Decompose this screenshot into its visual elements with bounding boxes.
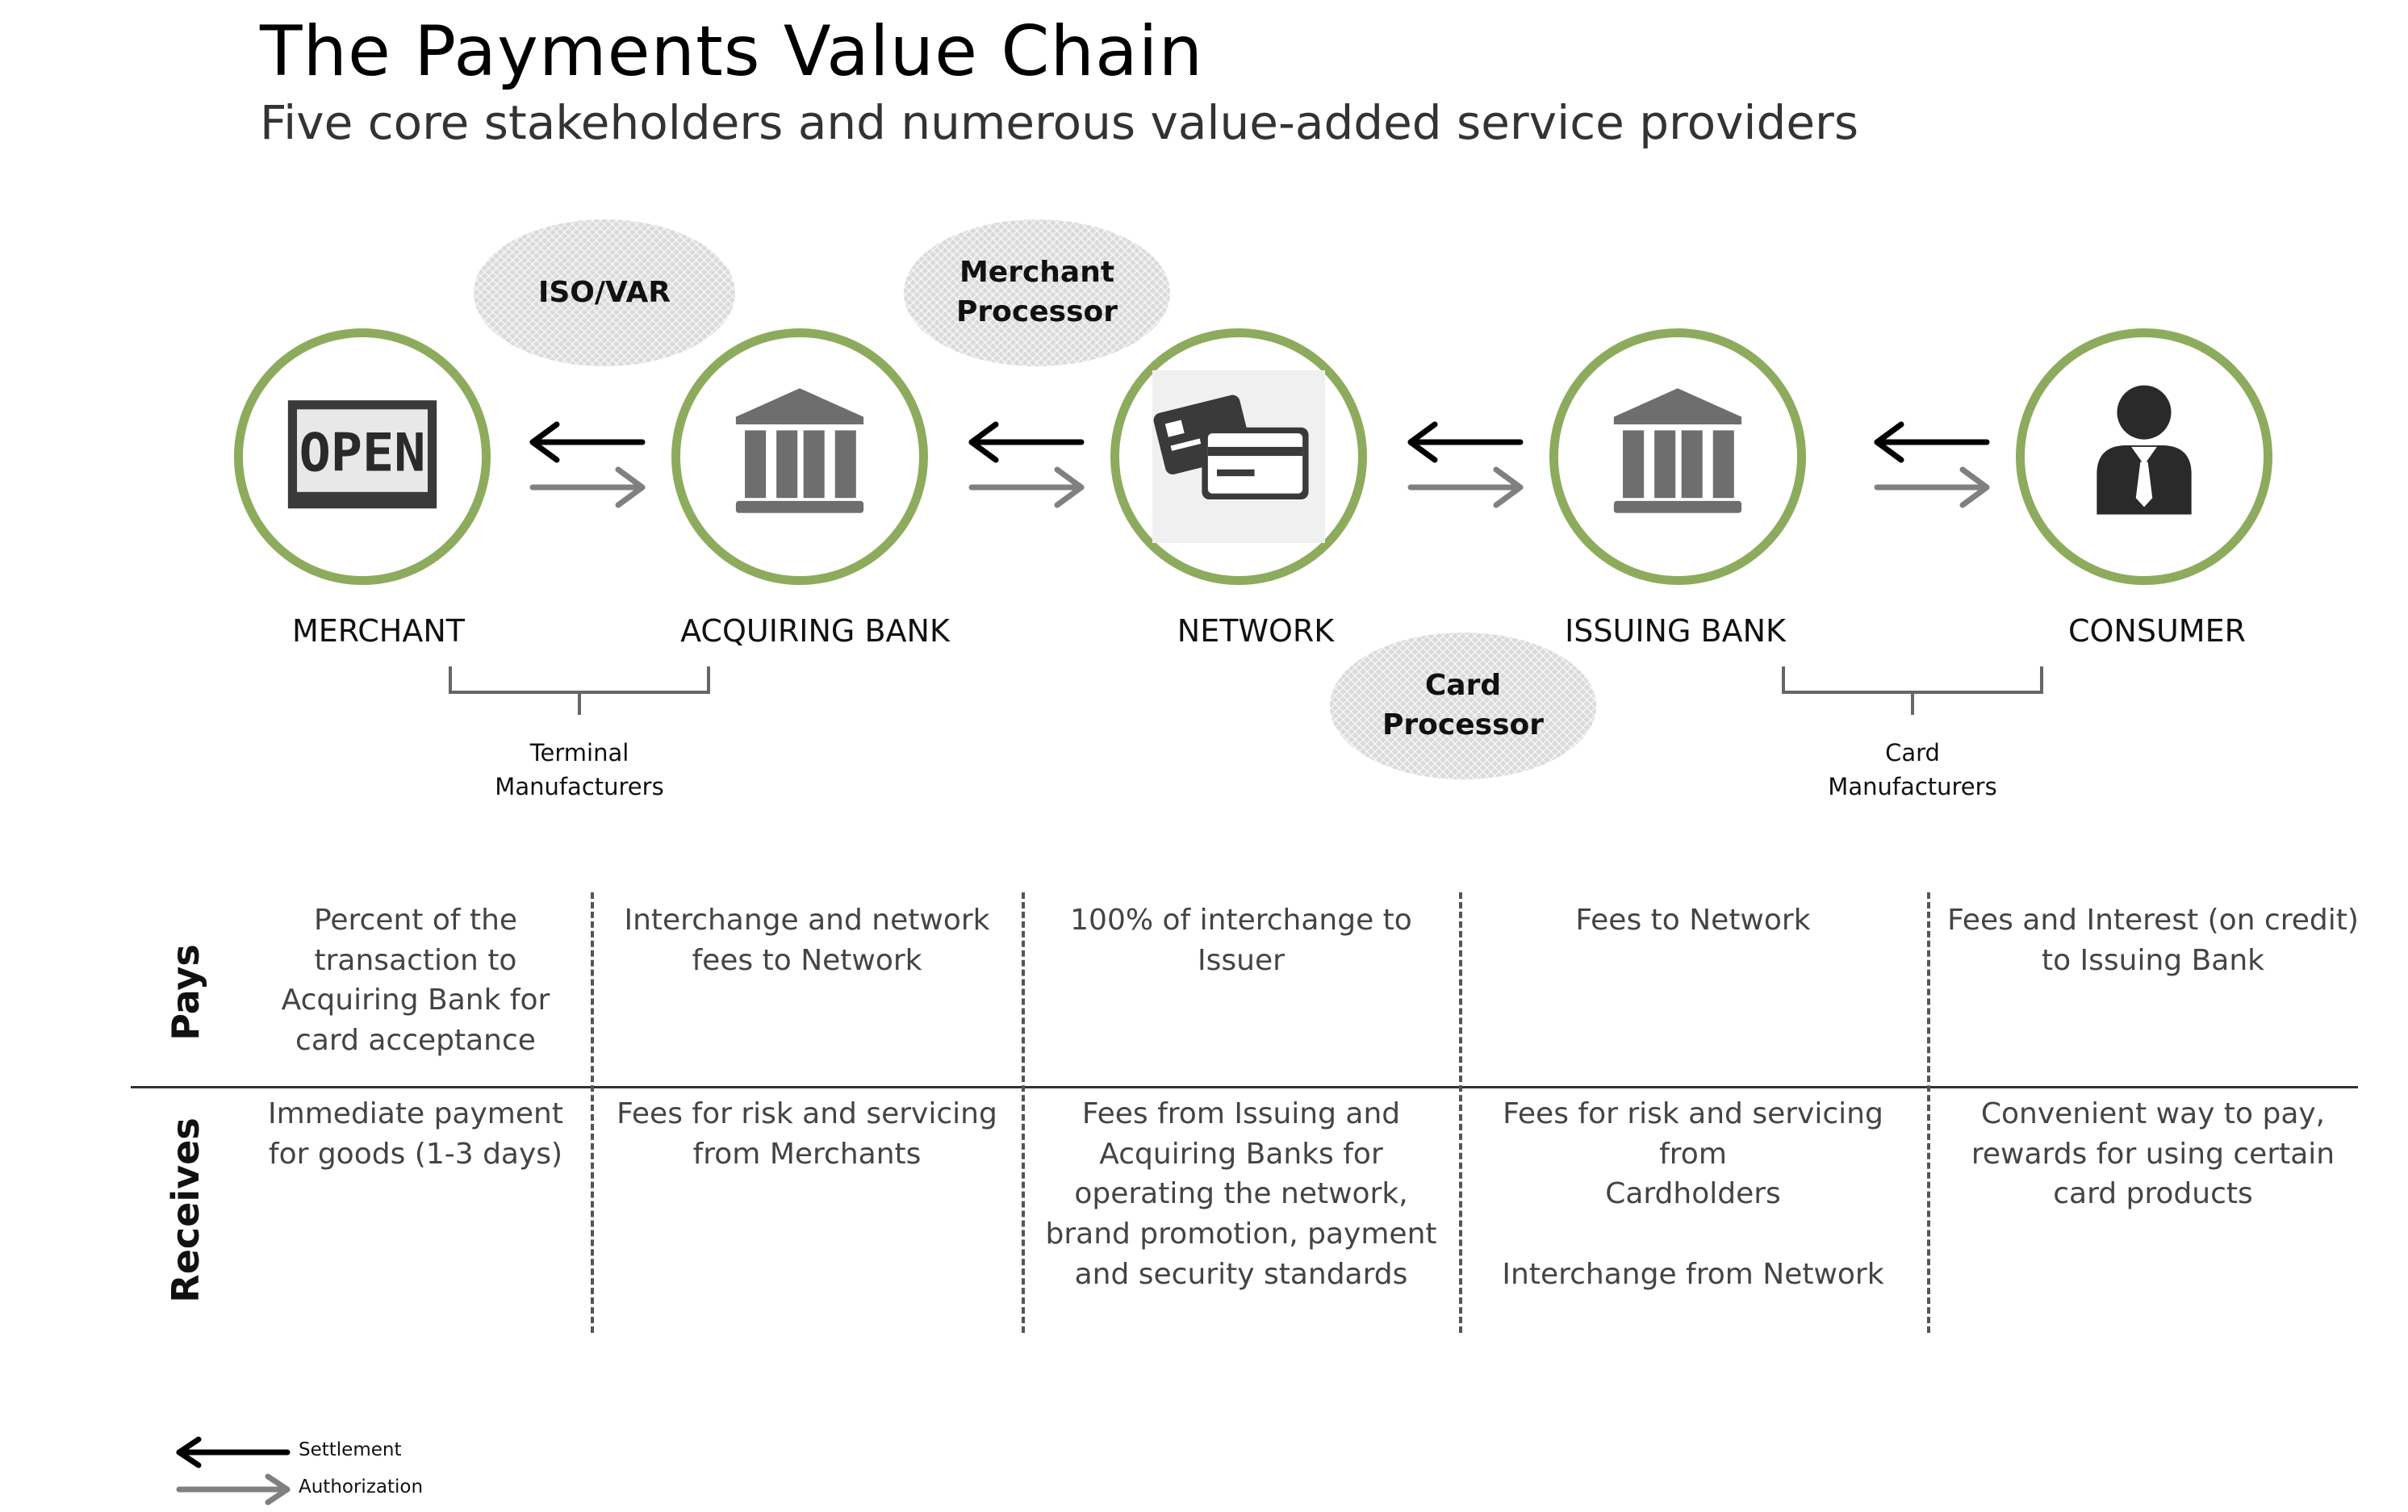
receives-cell-network: Fees from Issuing and Acquiring Banks fo…: [1045, 1097, 1437, 1291]
settlement-arrow: [529, 421, 646, 463]
node-label-merchant: MERCHANT: [291, 613, 466, 649]
legend-authorization-arrow: [176, 1473, 291, 1506]
open-sign-text: OPEN: [299, 424, 426, 484]
merchant-processor-label: Merchant Processor: [956, 256, 1118, 328]
settlement-arrow: [1874, 421, 1990, 463]
authorization-arrow: [529, 466, 646, 508]
card-processor-label: Card Processor: [1382, 669, 1544, 741]
node-label-network: NETWORK: [1177, 613, 1335, 649]
receives-cell-merchant: Immediate payment for goods (1-3 days): [268, 1097, 563, 1171]
pays-cell-consumer: Fees and Interest (on credit) to Issuing…: [1947, 904, 2359, 977]
pays-row-header: Pays: [164, 944, 207, 1041]
node-label-issuing-bank: ISSUING BANK: [1565, 613, 1786, 649]
pays-cell-issuing-bank: Fees to Network: [1575, 904, 1811, 937]
businessman-icon: [2097, 385, 2192, 515]
issuing-bank-node: [1549, 328, 1806, 585]
consumer-node: [2016, 328, 2272, 585]
authorization-arrow: [1407, 466, 1524, 508]
card-manufacturers-bracket: [1782, 666, 2043, 715]
node-label-acquiring-bank: ACQUIRING BANK: [680, 613, 950, 649]
column-divider: [1022, 892, 1025, 1333]
column-divider: [1927, 892, 1930, 1333]
network-node: [1110, 328, 1367, 585]
payment-cards-icon: [1152, 370, 1326, 544]
card-manufacturers-label: Card Manufacturers: [1828, 739, 1997, 801]
authorization-arrow: [968, 466, 1085, 508]
iso-var-label: ISO/VAR: [537, 275, 671, 309]
iso-var-bubble: ISO/VAR: [474, 219, 735, 366]
pays-cell-network: 100% of interchange to Issuer: [1070, 904, 1412, 977]
row-divider: [131, 1086, 2358, 1088]
authorization-arrow: [1874, 466, 1990, 508]
bank-icon: [735, 388, 864, 513]
receives-cell-issuing-bank: Fees for risk and servicing from Cardhol…: [1502, 1097, 1884, 1291]
node-label-consumer: CONSUMER: [2067, 613, 2246, 649]
terminal-manufacturers-label: Terminal Manufacturers: [495, 739, 664, 801]
merchant-node: OPEN: [234, 328, 491, 585]
legend-settlement-label: Settlement: [299, 1439, 402, 1460]
pays-cell-acquiring-bank: Interchange and network fees to Network: [624, 904, 990, 977]
card-processor-bubble: Card Processor: [1330, 633, 1596, 779]
column-divider: [591, 892, 594, 1333]
merchant-processor-bubble: Merchant Processor: [904, 219, 1170, 366]
legend-settlement-arrow: [176, 1436, 291, 1468]
column-divider: [1459, 892, 1462, 1333]
page-title: The Payments Value Chain: [260, 11, 1204, 92]
bank-icon: [1613, 388, 1742, 513]
legend-authorization-label: Authorization: [299, 1476, 424, 1497]
acquiring-bank-node: [671, 328, 928, 585]
receives-cell-consumer: Convenient way to pay, rewards for using…: [1971, 1097, 2335, 1211]
receives-row-header: Receives: [164, 1117, 207, 1303]
page-subtitle: Five core stakeholders and numerous valu…: [260, 95, 1859, 150]
settlement-arrow: [1407, 421, 1524, 463]
settlement-arrow: [968, 421, 1085, 463]
terminal-manufacturers-bracket: [449, 666, 710, 715]
pays-cell-merchant: Percent of the transaction to Acquiring …: [281, 904, 550, 1058]
receives-cell-acquiring-bank: Fees for risk and servicing from Merchan…: [617, 1097, 997, 1171]
open-sign-icon: OPEN: [287, 400, 437, 509]
